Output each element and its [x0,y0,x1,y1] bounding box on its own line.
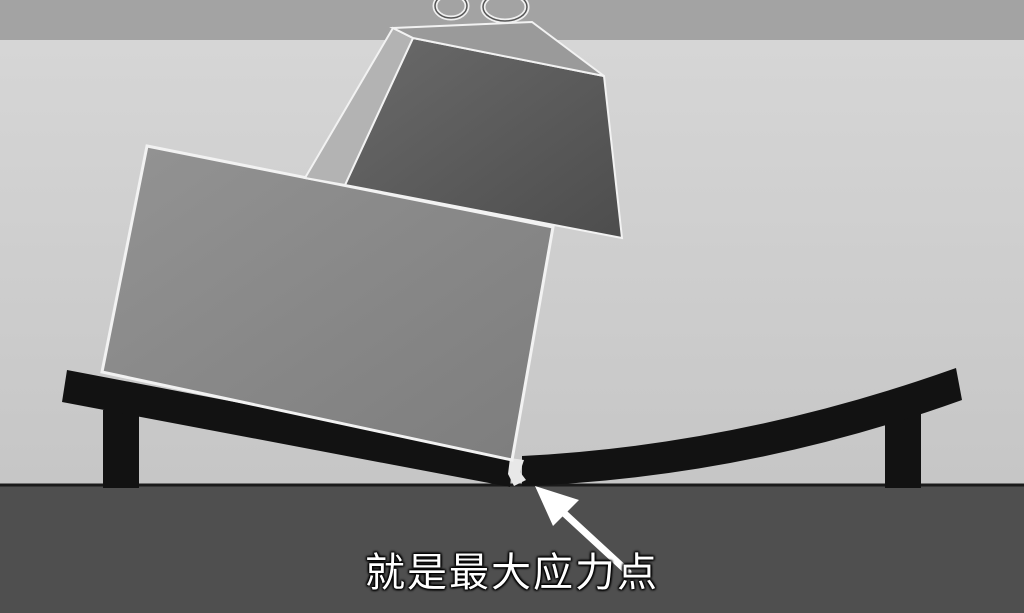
left-beam-half [62,370,513,487]
hook-icon [432,0,530,24]
beam-crack [508,458,526,486]
large-block [100,144,555,462]
left-support-post [103,410,139,488]
subtitle-caption: 就是最大应力点 [365,550,659,596]
right-beam-half [522,368,962,486]
weight-top-face [389,20,605,77]
arrow-icon [535,486,632,576]
floor [0,484,1024,613]
